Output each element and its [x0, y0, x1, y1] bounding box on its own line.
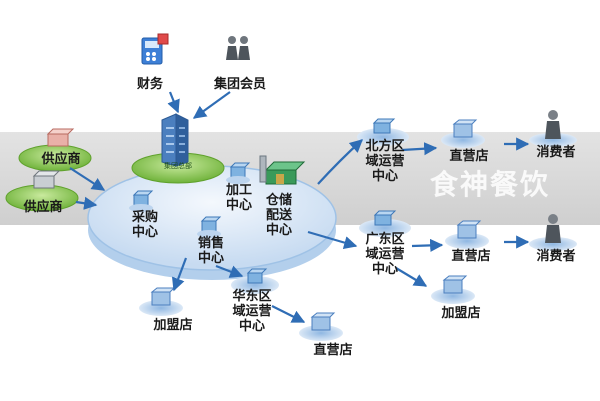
- arrow-supplier1-to-hub: [69, 167, 106, 191]
- warehouse-center-label: 仓储 配送 中心: [265, 193, 292, 238]
- store-north-disc: [441, 132, 485, 148]
- processing-icon: [226, 162, 251, 184]
- sales-center-label: 销售 中心: [197, 236, 224, 266]
- arrow-guangdong-to-franchise: [395, 267, 428, 287]
- franchise-hub-disc: [139, 300, 183, 316]
- finance-icon: [141, 33, 169, 65]
- consumer-guangdong-disc: [529, 237, 577, 251]
- franchise-hub-icon: [150, 287, 176, 306]
- guangdong-center-disc: [359, 219, 411, 237]
- arrow-finance-to-hq: [167, 91, 180, 114]
- supplier-2-icon: [32, 170, 61, 189]
- store-east-label: 直营店: [313, 343, 353, 358]
- store-guangdong-label: 直营店: [451, 249, 491, 264]
- guangdong-center-label: 广东区 域运营 中心: [365, 232, 405, 277]
- east-center-disc: [231, 276, 279, 294]
- members-icon: [226, 36, 250, 60]
- procurement-icon: [129, 190, 154, 212]
- guangdong-center-icon: [373, 210, 397, 226]
- franchise-hub-label: 加盟店: [153, 318, 193, 333]
- supplier-1-label: 供应商: [41, 152, 81, 167]
- east-center-icon: [246, 268, 268, 284]
- hq-building-icon: [161, 113, 189, 167]
- store-east-icon: [310, 312, 336, 331]
- supplier-2-label: 供应商: [23, 200, 63, 215]
- members-label: 集团会员: [213, 77, 266, 92]
- franchise-guangdong-disc: [431, 288, 475, 304]
- arrow-sales-to-east: [215, 264, 244, 278]
- arrow-hub-to-guangdong: [307, 230, 358, 250]
- arrow-east-to-store: [271, 305, 306, 323]
- franchise-guangdong-icon: [442, 275, 468, 294]
- consumer-guangdong-icon: [545, 214, 561, 243]
- watermark-text: 食神餐饮: [430, 168, 551, 201]
- consumer-north-icon: [545, 110, 561, 139]
- processing-center-label: 加工 中心: [225, 183, 252, 213]
- north-center-label: 北方区 域运营 中心: [365, 139, 405, 184]
- finance-label: 财务: [136, 77, 163, 92]
- arrow-supplier2-to-hub: [75, 196, 98, 210]
- sales-icon: [197, 216, 222, 238]
- store-north-icon: [452, 119, 478, 138]
- store-guangdong-disc: [445, 233, 489, 249]
- consumer-guangdong-label: 消费者: [536, 249, 576, 264]
- arrow-hub-to-north: [317, 139, 363, 185]
- procurement-center-label: 采购 中心: [131, 210, 158, 240]
- franchise-guangdong-label: 加盟店: [441, 306, 481, 321]
- arrow-north-to-store: [401, 142, 438, 156]
- store-north-label: 直营店: [449, 149, 489, 164]
- consumer-north-disc: [529, 133, 577, 147]
- hq-badge: 集团总部: [164, 162, 192, 170]
- arrow-hub-to-franchise: [171, 257, 188, 292]
- arrow-members-to-hq: [192, 91, 231, 119]
- store-east-disc: [299, 325, 343, 341]
- supplier-1-icon: [46, 128, 75, 147]
- east-center-label: 华东区 域运营 中心: [232, 289, 272, 334]
- north-center-disc: [357, 128, 409, 146]
- consumer-north-label: 消费者: [536, 145, 576, 160]
- store-guangdong-icon: [456, 220, 482, 239]
- north-center-icon: [372, 118, 396, 134]
- warehouse-icon: [259, 155, 306, 185]
- arrow-guangdong-to-store: [411, 238, 444, 252]
